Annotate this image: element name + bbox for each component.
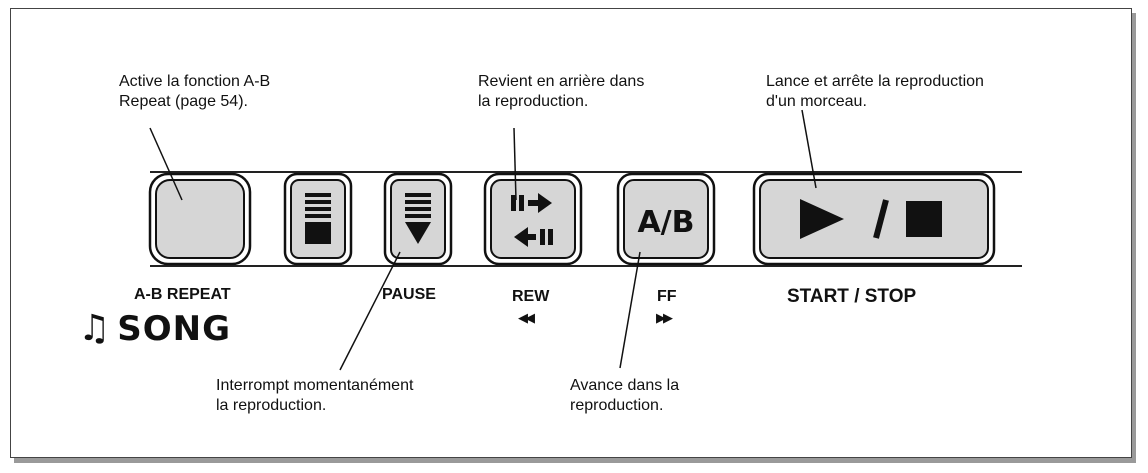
label-ab-repeat: A-B REPEAT: [134, 286, 231, 303]
label-start-stop: START / STOP: [787, 286, 917, 307]
play-icon: [800, 199, 844, 239]
callout-rew: Revient en arrière dans la reproduction.: [478, 73, 645, 110]
song-stop-button[interactable]: [283, 172, 353, 266]
pause-icon: [405, 193, 431, 244]
label-rew: REW: [512, 288, 550, 305]
label-pause: PAUSE: [382, 286, 436, 303]
callout-ff: Avance dans la reproduction.: [570, 377, 680, 414]
label-ff: FF: [657, 288, 677, 305]
callout-ab-repeat: Active la fonction A-B Repeat (page 54).: [119, 73, 271, 110]
music-note-icon: ♫: [78, 308, 112, 349]
callout-start-stop: Lance et arrête la reproduction d'un mor…: [766, 73, 984, 110]
ff-button[interactable]: A/B: [616, 172, 716, 266]
leader-ab-repeat: [149, 127, 183, 201]
callout-pause: Interrompt momentanément la reproduction…: [216, 377, 414, 414]
fast-forward-icon: ▶▶: [656, 310, 673, 325]
leader-rew: [513, 127, 517, 201]
start-stop-button[interactable]: [752, 172, 996, 266]
rewind-icon: ◀◀: [518, 310, 535, 325]
stop-icon: [906, 201, 942, 237]
rew-button[interactable]: [483, 172, 583, 266]
ab-button-face-label: A/B: [637, 205, 694, 240]
song-label: SONG: [117, 309, 232, 349]
list-stop-icon: [305, 193, 331, 244]
pause-button[interactable]: [383, 172, 453, 266]
song-section-title: ♫SONG: [78, 308, 231, 349]
slash-icon: [873, 199, 889, 239]
ab-repeat-button[interactable]: [148, 172, 252, 266]
leader-start-stop: [801, 109, 817, 189]
leader-ff: [619, 251, 641, 369]
rew-icon: [511, 193, 553, 247]
leader-pause: [339, 251, 401, 371]
